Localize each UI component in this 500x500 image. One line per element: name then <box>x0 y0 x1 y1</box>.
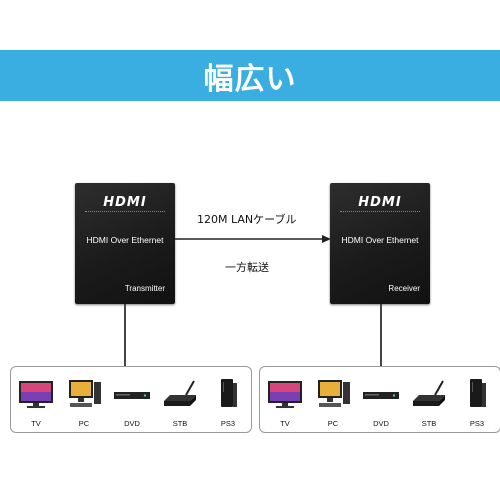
device-label: DVD <box>124 419 140 428</box>
tv-icon <box>19 381 53 408</box>
transmitter-model: HDMI Over Ethernet <box>86 235 164 245</box>
stb-icon <box>164 380 196 406</box>
transmitter-box: HDMI HDMI Over Ethernet Transmitter <box>75 183 175 304</box>
logo-divider <box>340 211 420 214</box>
device-label: PS3 <box>469 419 485 428</box>
logo-divider <box>85 211 165 214</box>
dvd-icon <box>363 392 399 399</box>
stb-icon <box>413 380 445 406</box>
banner-title: 幅広い <box>203 61 297 97</box>
device-item: PS3 <box>205 373 251 428</box>
receiver-role: Receiver <box>388 284 420 293</box>
transmitter-wire <box>124 304 126 366</box>
device-item: TV <box>262 373 308 428</box>
dvd-icon <box>114 392 150 399</box>
title-banner: 幅広い <box>0 50 500 101</box>
transfer-direction-label: 一方転送 <box>225 261 269 274</box>
tv-icon <box>268 381 302 408</box>
device-item: PC <box>310 373 356 428</box>
device-item: DVD <box>358 373 404 428</box>
device-item: STB <box>406 373 452 428</box>
device-label: TV <box>280 419 290 428</box>
receiver-model: HDMI Over Ethernet <box>341 235 419 245</box>
device-item: PC <box>61 373 107 428</box>
device-label: TV <box>31 419 41 428</box>
device-item: PS3 <box>454 373 500 428</box>
receiver-wire <box>380 304 382 366</box>
lan-cable-arrow <box>175 235 331 243</box>
device-label: PC <box>78 419 90 428</box>
pc-icon <box>69 380 101 407</box>
ps3-icon <box>221 379 237 407</box>
device-label: PS3 <box>220 419 236 428</box>
receiver-box: HDMI HDMI Over Ethernet Receiver <box>330 183 430 304</box>
cable-label: 120M LANケーブル <box>197 213 297 226</box>
hdmi-logo: HDMI <box>358 195 402 210</box>
device-item: DVD <box>109 373 155 428</box>
transmitter-role: Transmitter <box>124 284 165 293</box>
device-label: DVD <box>373 419 389 428</box>
device-item: STB <box>157 373 203 428</box>
device-label: PC <box>327 419 339 428</box>
pc-icon <box>318 380 350 407</box>
ps3-icon <box>470 379 486 407</box>
source-devices-panel: TV PC DVD STB P <box>10 366 252 433</box>
display-devices-panel: TV PC DVD STB P <box>259 366 500 433</box>
device-label: STB <box>172 419 188 428</box>
hdmi-logo: HDMI <box>103 195 147 210</box>
device-item: TV <box>13 373 59 428</box>
device-label: STB <box>421 419 437 428</box>
